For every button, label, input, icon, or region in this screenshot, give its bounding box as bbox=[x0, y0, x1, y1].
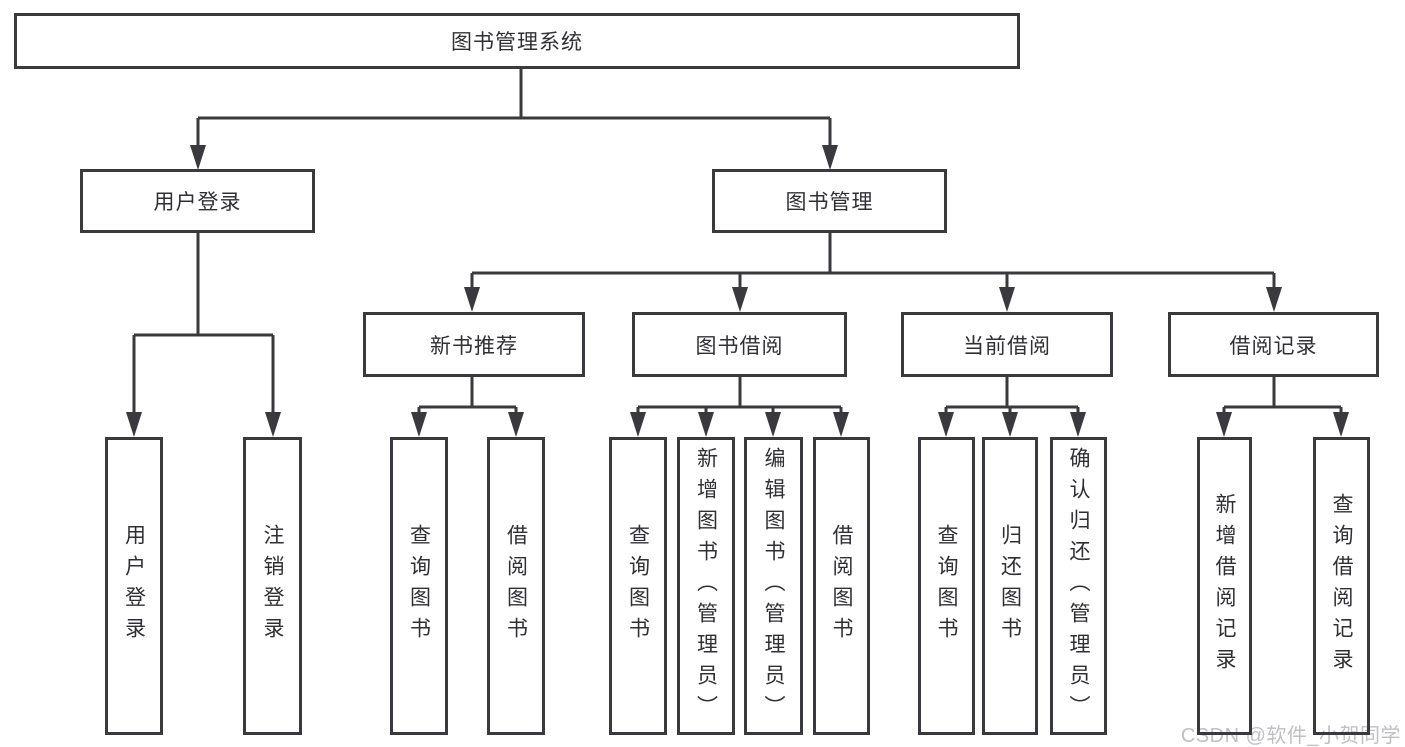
leaf-return-books: 归还图书 bbox=[982, 437, 1038, 735]
leaf-query-books-borrow-label: 查询图书 bbox=[626, 524, 650, 648]
node-new-book-recommend-label: 新书推荐 bbox=[430, 334, 518, 358]
leaf-query-borrow-record: 查询借阅记录 bbox=[1313, 437, 1370, 735]
connector-current-borrow-subtree bbox=[938, 377, 1086, 437]
node-new-book-recommend: 新书推荐 bbox=[363, 312, 585, 377]
connector-borrow-records-subtree bbox=[1216, 377, 1349, 437]
node-borrow-records: 借阅记录 bbox=[1168, 312, 1379, 377]
leaf-return-books-label: 归还图书 bbox=[998, 524, 1022, 648]
connector-user-login-subtree bbox=[126, 233, 281, 437]
leaf-add-borrow-record: 新增借阅记录 bbox=[1197, 437, 1252, 735]
leaf-edit-books-admin-label: 编辑图书（管理员） bbox=[762, 446, 785, 726]
leaf-borrow-books-label: 借阅图书 bbox=[830, 524, 853, 648]
connector-new-book-recommend-subtree bbox=[411, 377, 524, 437]
leaf-borrow-books: 借阅图书 bbox=[813, 437, 870, 735]
leaf-edit-books-admin: 编辑图书（管理员） bbox=[744, 437, 803, 735]
leaf-add-books-admin: 新增图书（管理员） bbox=[677, 437, 735, 735]
leaf-query-books-borrow: 查询图书 bbox=[609, 437, 667, 735]
leaf-confirm-return-admin: 确认归还（管理员） bbox=[1050, 437, 1107, 735]
leaf-query-books-current: 查询图书 bbox=[918, 437, 975, 735]
leaf-query-books-recommend-label: 查询图书 bbox=[407, 524, 431, 648]
leaf-add-borrow-record-label: 新增借阅记录 bbox=[1213, 493, 1236, 679]
leaf-logout-login: 注销登录 bbox=[243, 437, 302, 735]
node-current-borrow: 当前借阅 bbox=[901, 312, 1113, 377]
leaf-borrow-books-recommend: 借阅图书 bbox=[487, 437, 545, 735]
node-user-login-group-label: 用户登录 bbox=[153, 191, 242, 214]
leaf-add-books-admin-label: 新增图书（管理员） bbox=[694, 446, 718, 726]
node-current-borrow-label: 当前借阅 bbox=[963, 334, 1051, 358]
node-library-system-label: 图书管理系统 bbox=[451, 31, 583, 54]
node-book-management-label: 图书管理 bbox=[785, 191, 874, 214]
node-book-management: 图书管理 bbox=[712, 169, 947, 233]
leaf-query-books-current-label: 查询图书 bbox=[935, 524, 958, 648]
node-library-system: 图书管理系统 bbox=[14, 13, 1020, 69]
leaf-user-login: 用户登录 bbox=[105, 437, 163, 735]
node-book-borrow: 图书借阅 bbox=[632, 312, 847, 377]
node-borrow-records-label: 借阅记录 bbox=[1229, 334, 1318, 358]
connector-book-borrow-subtree bbox=[630, 377, 849, 437]
leaf-confirm-return-admin-label: 确认归还（管理员） bbox=[1067, 446, 1090, 726]
leaf-borrow-books-recommend-label: 借阅图书 bbox=[504, 524, 528, 648]
connector-book-management-to-level3 bbox=[464, 233, 1282, 312]
connector-root-to-level2 bbox=[190, 69, 838, 170]
leaf-query-books-recommend: 查询图书 bbox=[390, 437, 448, 735]
leaf-query-borrow-record-label: 查询借阅记录 bbox=[1330, 493, 1353, 679]
leaf-logout-login-label: 注销登录 bbox=[261, 524, 284, 648]
leaf-user-login-label: 用户登录 bbox=[122, 524, 146, 648]
watermark: CSDN @软件_小贺同学 bbox=[1180, 725, 1401, 747]
node-book-borrow-label: 图书借阅 bbox=[695, 334, 784, 358]
node-user-login-group: 用户登录 bbox=[80, 169, 315, 233]
